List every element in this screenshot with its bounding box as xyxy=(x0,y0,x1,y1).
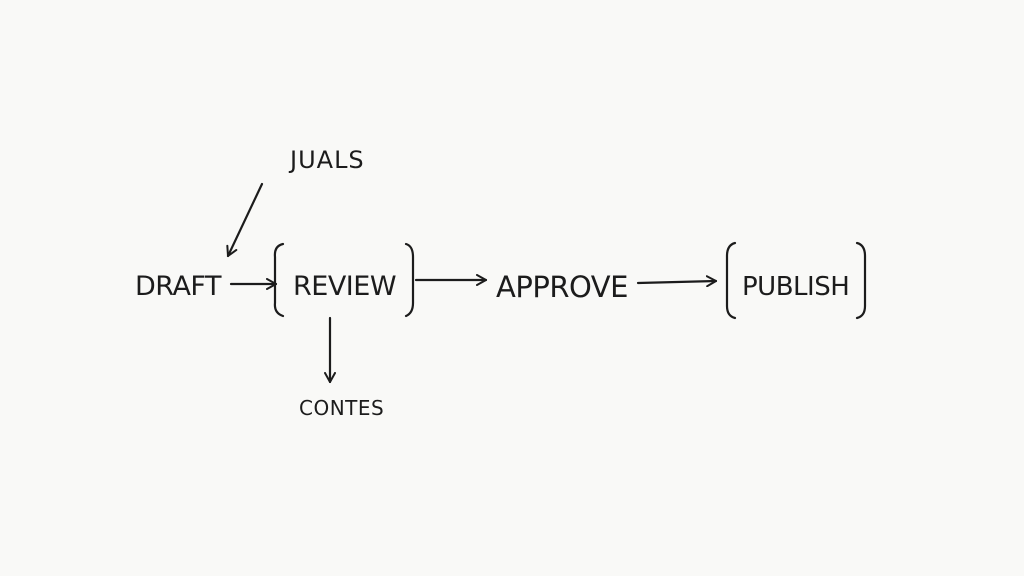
publish-left-bracket xyxy=(725,241,737,320)
review-right-bracket xyxy=(404,242,415,318)
publish-right-bracket xyxy=(855,241,867,320)
note-top-label: JUALS xyxy=(288,146,365,174)
node-draft-label: DRAFT xyxy=(135,271,222,302)
node-publish-label: PUBLISH xyxy=(742,272,849,302)
node-review-label: REVIEW xyxy=(293,271,396,302)
note-top-arrow xyxy=(226,182,264,258)
node-approve-label: APPROVE xyxy=(496,270,628,304)
arrow-approve-to-publish xyxy=(636,275,718,288)
review-left-bracket xyxy=(273,242,285,318)
note-bottom-label: CONTES xyxy=(299,396,384,420)
